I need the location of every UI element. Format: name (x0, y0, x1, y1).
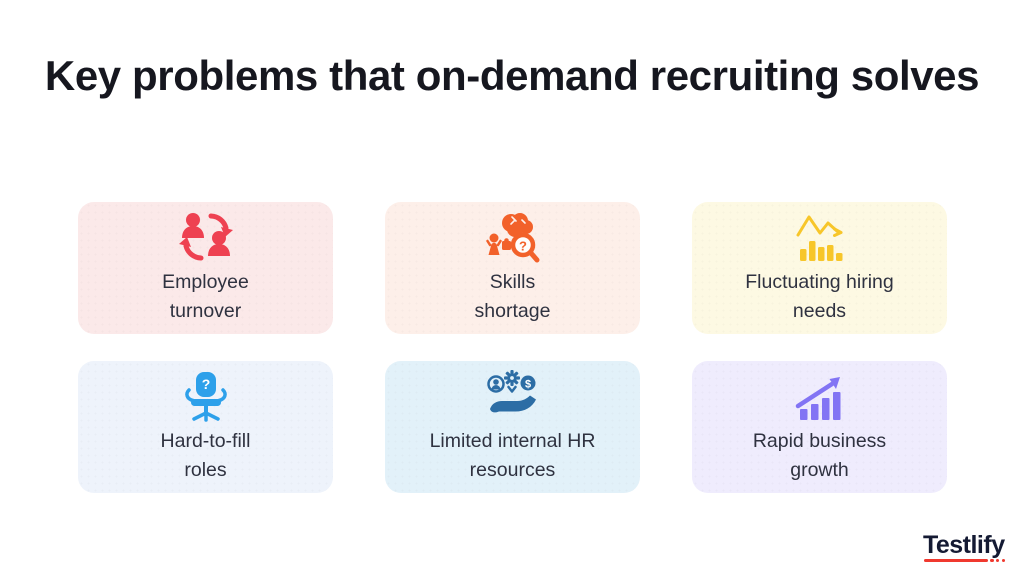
logo-dot (996, 558, 1000, 562)
logo-dot (990, 558, 994, 562)
card-employee-turnover: Employee turnover (78, 202, 333, 334)
card-label: Hard-to-fill roles (160, 429, 251, 481)
rapid-business-growth-icon (792, 370, 848, 422)
card-label: Fluctuating hiring needs (745, 270, 894, 322)
employee-turnover-icon (178, 211, 234, 263)
card-limited-hr-resources: $ Limited internal HR resources (385, 361, 640, 493)
card-label: Employee turnover (162, 270, 249, 322)
skills-shortage-icon: ? (485, 211, 541, 263)
testlify-logo: Testlify (923, 532, 1005, 562)
testlify-logo-underline (923, 558, 1005, 562)
svg-text:$: $ (524, 378, 530, 390)
card-label: Skills shortage (474, 270, 551, 322)
card-hard-to-fill-roles: ? Hard-to-fill roles (78, 361, 333, 493)
logo-dot (1001, 558, 1005, 562)
fluctuating-hiring-needs-icon (792, 211, 848, 263)
page-title: Key problems that on-demand recruiting s… (44, 52, 980, 99)
card-label: Limited internal HR resources (429, 429, 596, 481)
card-rapid-business-growth: Rapid business growth (692, 361, 947, 493)
card-label: Rapid business growth (752, 429, 887, 481)
card-fluctuating-hiring-needs: Fluctuating hiring needs (692, 202, 947, 334)
card-grid: Employee turnover (78, 202, 947, 493)
svg-text:?: ? (519, 238, 527, 253)
hard-to-fill-roles-icon: ? (178, 370, 234, 422)
limited-hr-resources-icon: $ (485, 369, 541, 422)
card-skills-shortage: ? Skills shortage (385, 202, 640, 334)
testlify-logo-text: Testlify (922, 530, 1005, 559)
svg-text:?: ? (201, 376, 210, 392)
logo-underline-bar (923, 558, 988, 562)
